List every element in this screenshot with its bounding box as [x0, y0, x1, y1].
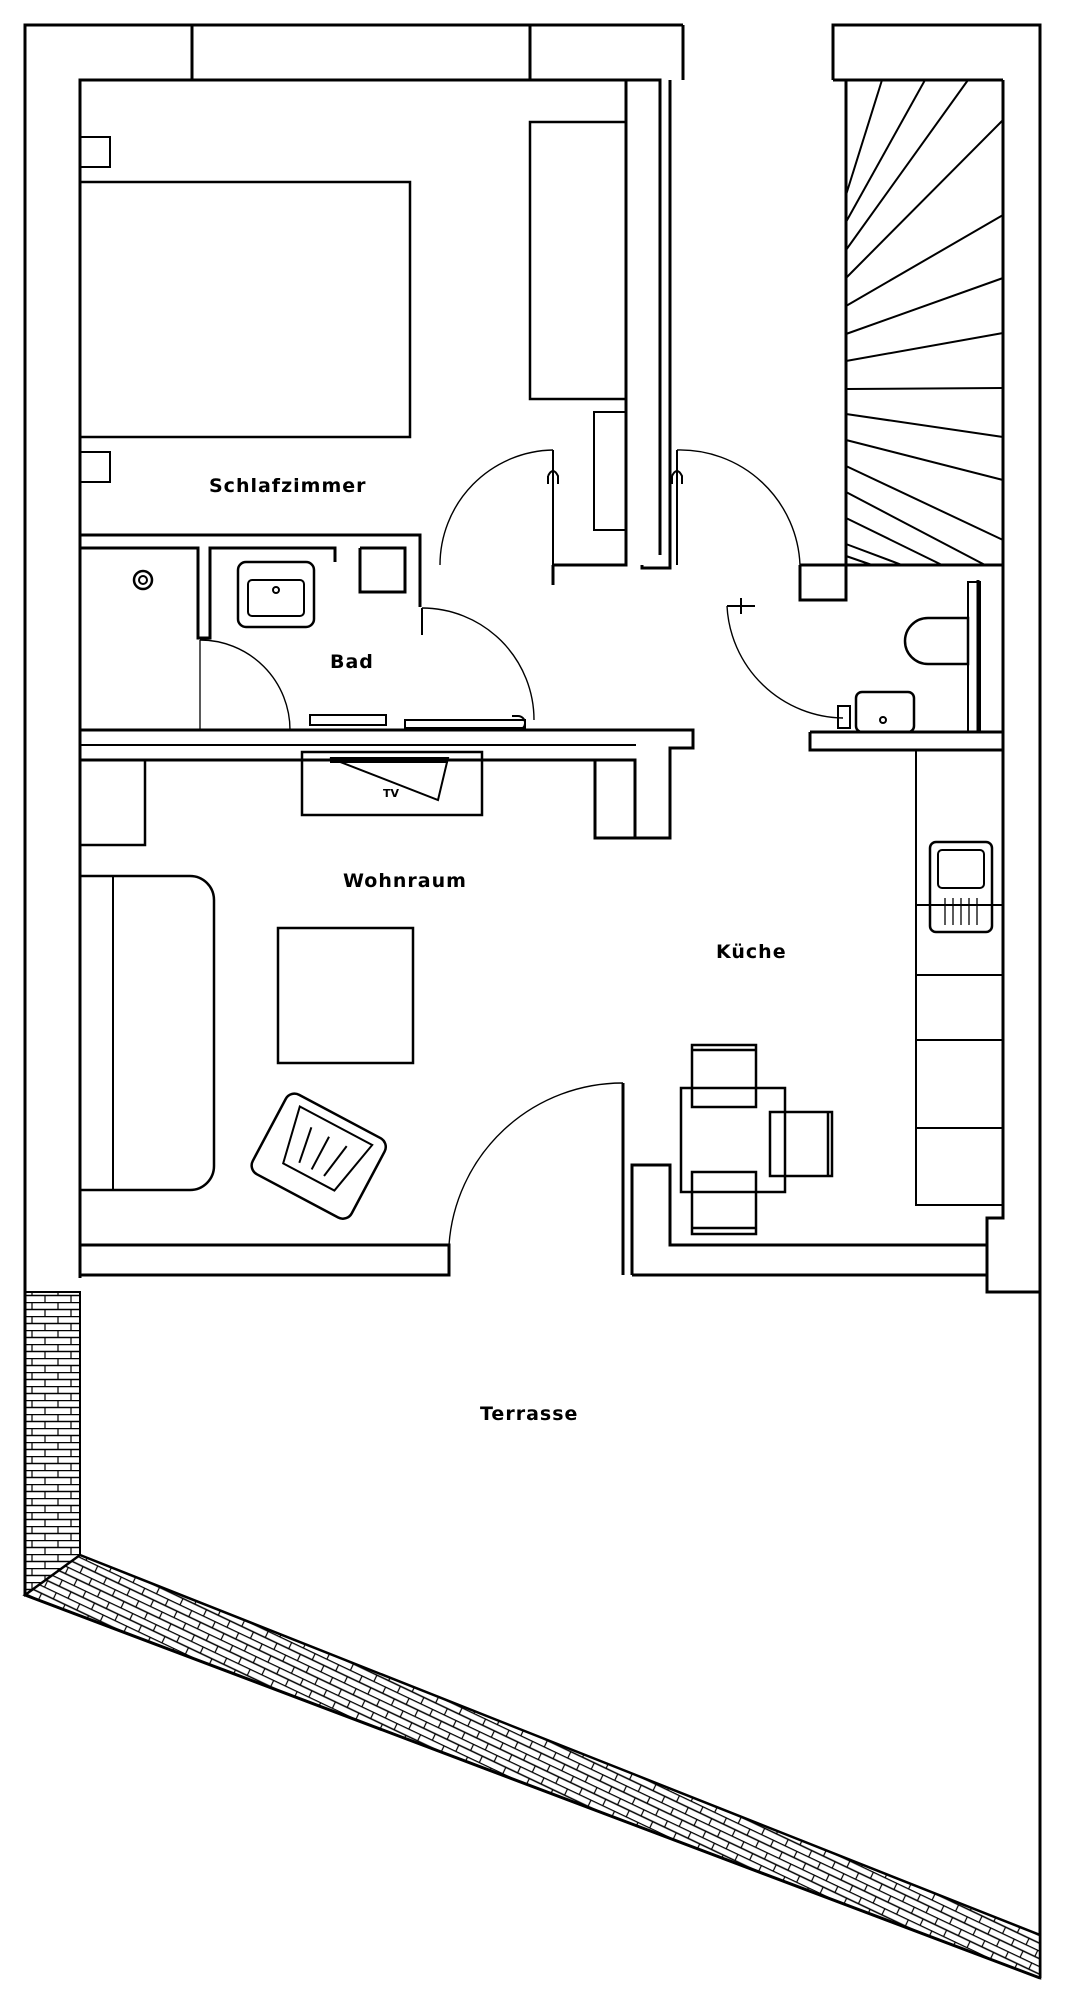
dining-chair-top [690, 1043, 758, 1109]
bath-sink [236, 560, 316, 629]
kitchen: Küche [679, 749, 1003, 1236]
bedroom-door-swing [439, 449, 554, 566]
dining-chair-right [768, 1110, 834, 1178]
staircase [844, 79, 1004, 567]
tv-cabinet [300, 750, 484, 817]
bath-main-door-swing [421, 607, 535, 721]
tv-label: TV [383, 787, 400, 800]
side-table [78, 758, 147, 847]
room-label-wohnraum: Wohnraum [343, 870, 467, 892]
living-room: Wohnraum [78, 758, 467, 1220]
tv-screen [329, 757, 450, 802]
terrace-door-swing [448, 1082, 624, 1246]
terrace-brick-border [22, 1291, 1042, 1980]
door-handle-icon [547, 470, 559, 484]
room-label-kueche: Küche [716, 941, 787, 963]
wc [733, 563, 1005, 752]
room-label-bad: Bad [330, 651, 374, 673]
nightstand-bottom [79, 451, 111, 483]
room-label-terrasse: Terrasse [480, 1403, 578, 1425]
doors-hall [439, 449, 844, 719]
door-handle-icon-2 [671, 470, 683, 484]
dining-chair-bottom [690, 1170, 758, 1236]
stair-door-swing [676, 449, 801, 566]
sofa [80, 874, 216, 1192]
room-label-schlafzimmer: Schlafzimmer [209, 475, 367, 497]
shower-drain-icon [132, 569, 154, 591]
terrace-wall [80, 1082, 987, 1277]
shelf [593, 411, 627, 531]
wardrobe [528, 120, 628, 401]
nightstand-top [79, 136, 111, 168]
armchair [250, 1092, 388, 1220]
wc-toilet [903, 616, 970, 666]
outer-walls [23, 23, 1042, 1978]
tv-unit: TV [300, 750, 484, 817]
bath-shelf [309, 714, 387, 726]
double-bed [78, 180, 412, 439]
wall-bath-living [78, 728, 695, 840]
bathroom: Bad [80, 546, 535, 731]
wc-sink [854, 690, 916, 734]
dining-table [679, 1086, 787, 1194]
kitchen-sink [928, 840, 994, 934]
wc-door-swing [726, 605, 844, 719]
coffee-table [276, 926, 415, 1065]
bedroom: Schlafzimmer [78, 80, 672, 607]
bath-door-swing [199, 639, 291, 731]
